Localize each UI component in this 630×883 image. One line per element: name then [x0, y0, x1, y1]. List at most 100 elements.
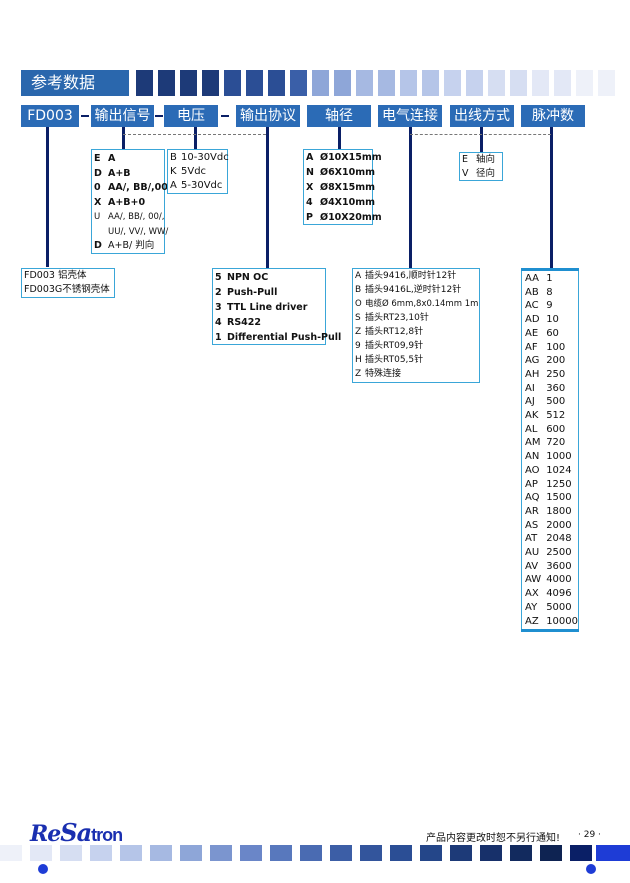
- footer-strip-square: [300, 845, 322, 861]
- pulse-code: AO: [525, 464, 540, 476]
- pulse-value: 10: [546, 314, 559, 326]
- pulse-code: AJ: [525, 396, 535, 408]
- pulse-option-row: AD 10: [525, 313, 575, 327]
- connector-line: [266, 127, 269, 268]
- header-strip-square: [554, 70, 571, 96]
- code-output-protocol: 输出协议: [236, 105, 300, 127]
- pulse-code: AW: [525, 574, 542, 586]
- pulse-code: AG: [525, 355, 540, 367]
- pulse-option-row: AW 4000: [525, 573, 575, 587]
- header-strip-square: [422, 70, 439, 96]
- pulse-code: AY: [525, 601, 538, 613]
- pulse-code: AK: [525, 410, 539, 422]
- footer-strip-square: [450, 845, 472, 861]
- pulse-option-row: AJ 500: [525, 395, 575, 409]
- header-strip-square: [334, 70, 351, 96]
- pulse-code: AT: [525, 533, 538, 545]
- pulse-code: AN: [525, 451, 540, 463]
- footer-strip-square: [270, 845, 292, 861]
- footer-strip-end: [596, 845, 630, 861]
- pulse-option-row: AE 60: [525, 327, 575, 341]
- page-number: · 29 ·: [578, 830, 601, 840]
- pulse-option-row: AO 1024: [525, 464, 575, 478]
- footer-strip-square: [240, 845, 262, 861]
- code-shaft: 轴径: [307, 105, 371, 127]
- pulse-code: AP: [525, 478, 538, 490]
- pulse-value: 720: [546, 437, 566, 449]
- dashed-guide: [123, 134, 266, 135]
- header-strip-square: [268, 70, 285, 96]
- pulse-code: AX: [525, 588, 539, 600]
- footer-strip-square: [510, 845, 532, 861]
- header-strip-square: [378, 70, 395, 96]
- pulse-value: 500: [546, 396, 566, 408]
- footer-strip-square: [0, 845, 22, 861]
- footer-strip-square: [150, 845, 172, 861]
- header-strip-square: [576, 70, 593, 96]
- connector-line: [409, 127, 412, 268]
- pulse-option-row: AR 1800: [525, 505, 575, 519]
- pulse-value: 100: [546, 341, 566, 353]
- pulse-value: 600: [546, 423, 566, 435]
- pulse-value: 5000: [546, 601, 572, 613]
- pulse-code: AU: [525, 547, 540, 559]
- header-strip-square: [180, 70, 197, 96]
- footer-strip-square: [420, 845, 442, 861]
- pulse-option-row: AY 5000: [525, 601, 575, 615]
- pulse-code: AL: [525, 423, 538, 435]
- header-strip-square: [532, 70, 549, 96]
- pulse-option-row: AN 1000: [525, 450, 575, 464]
- pulse-code: AI: [525, 382, 535, 394]
- pulse-value: 1500: [546, 492, 572, 504]
- pulse-option-row: AZ 10000: [525, 615, 578, 629]
- pulse-value: 4096: [546, 588, 572, 600]
- pulse-value: 60: [546, 327, 559, 339]
- pulse-value: 10000: [546, 615, 578, 627]
- connector-line: [338, 127, 341, 149]
- right-dot-icon: [586, 864, 596, 874]
- pulse-code: AQ: [525, 492, 540, 504]
- footer-strip-square: [30, 845, 52, 861]
- pulse-value: 200: [546, 355, 566, 367]
- dashed-guide: [410, 134, 551, 135]
- header-strip-square: [224, 70, 241, 96]
- pulse-option-row: AK 512: [525, 409, 575, 423]
- footer-strip-square: [480, 845, 502, 861]
- pulse-code: AA: [525, 273, 539, 284]
- connector-line: [46, 127, 49, 267]
- connector-line: [550, 127, 553, 268]
- pulse-value: 1250: [546, 478, 572, 490]
- header-strip-square: [290, 70, 307, 96]
- pulse-list-top-bar: [521, 268, 579, 271]
- pulse-option-row: AX 4096: [525, 587, 575, 601]
- code-voltage: 电压: [164, 105, 218, 127]
- pulse-option-row: AF 100: [525, 341, 575, 355]
- footer-strip-square: [90, 845, 112, 861]
- header-strip-square: [488, 70, 505, 96]
- pulse-code: AM: [525, 437, 541, 449]
- code-electrical: 电气连接: [378, 105, 442, 127]
- pulse-value: 8: [546, 286, 553, 298]
- footer-strip-square: [540, 845, 562, 861]
- pulse-option-row: AP 1250: [525, 478, 575, 492]
- pulse-option-row: AH 250: [525, 368, 575, 382]
- pulse-option-row: AV 3600: [525, 560, 575, 574]
- header-strip-square: [136, 70, 153, 96]
- header-strip-square: [444, 70, 461, 96]
- pulse-value: 2048: [546, 533, 572, 545]
- pulse-option-row: AU 2500: [525, 546, 575, 560]
- footer-strip-square: [570, 845, 592, 861]
- pulse-value: 2500: [546, 547, 572, 559]
- pulse-value: 360: [546, 382, 566, 394]
- code-outlet: 出线方式: [450, 105, 514, 127]
- pulse-code: AH: [525, 368, 540, 380]
- pulse-value: 1: [546, 273, 553, 284]
- pulse-code: AZ: [525, 615, 539, 627]
- pulse-option-row: AC 9: [525, 299, 575, 313]
